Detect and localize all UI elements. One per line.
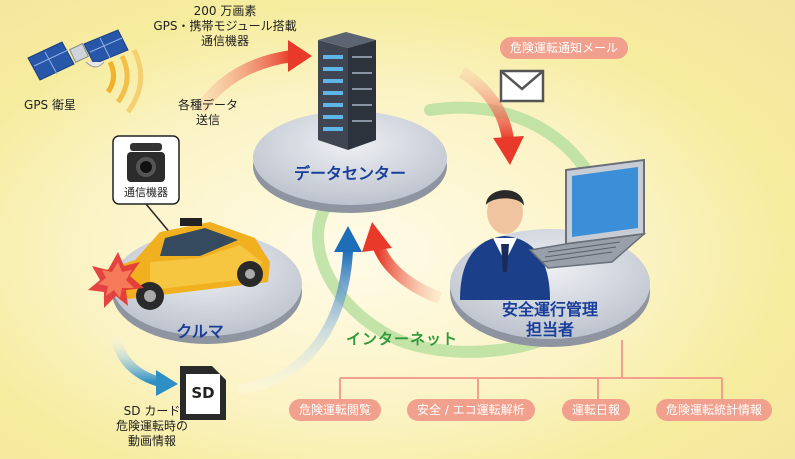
report-dangerous-driving-stats: 危険運転統計情報 [656,399,773,421]
sd-line3: 動画情報 [127,434,176,448]
report-daily-driving: 運転日報 [562,399,631,421]
sd-icon-text: SD [191,384,215,402]
sd-card-icon [180,366,226,420]
person-icon [460,190,550,300]
gps-module-line2: GPS・携帯モジュール搭載 [153,19,297,33]
report-dangerous-driving-view: 危険運転閲覧 [289,399,382,421]
data-center-label: データセンター [293,164,406,183]
car-label: クルマ [176,322,224,341]
arrow-manager-to-dc [372,242,443,304]
report-safety-eco-analysis: 安全 / エコ運転解析 [407,399,535,421]
email-alert-badge: 危険運転通知メール [500,37,629,59]
sd-line1: SD カード [123,404,181,418]
sd-line2: 危険運転時の [115,419,188,433]
gps-module-label: 200 万画素 GPS・携帯モジュール搭載 通信機器 [120,4,330,49]
device-label: 通信機器 [124,186,168,199]
taxi-car-icon [105,218,270,310]
data-send-line1: 各種データ [177,98,238,112]
mail-icon [499,69,545,103]
gps-module-line3: 通信機器 [200,34,249,48]
data-send-line2: 送信 [195,113,220,127]
arrow-car-to-sd [110,333,162,387]
manager-line2: 担当者 [525,320,574,339]
gps-satellite-label: GPS 衛星 [24,98,76,112]
satellite-icon [27,29,129,81]
server-rack-icon [318,32,376,150]
dashcam-icon [112,135,180,241]
laptop-icon [528,158,647,269]
manager-line1: 安全運行管理 [501,300,598,319]
arrow-to-datacenter [195,50,293,114]
data-center-disk [253,111,447,205]
report-connectors [339,340,723,400]
data-send-label: 各種データ 送信 [168,98,248,128]
manager-label: 安全運行管理 担当者 [470,300,630,340]
arrow-to-manager [458,66,514,141]
sd-card-label: SD カード 危険運転時の 動画情報 [92,404,212,449]
gps-module-line1: 200 万画素 [193,4,257,18]
internet-label: インターネット [346,330,459,348]
arrow-sd-to-dc [237,249,353,395]
